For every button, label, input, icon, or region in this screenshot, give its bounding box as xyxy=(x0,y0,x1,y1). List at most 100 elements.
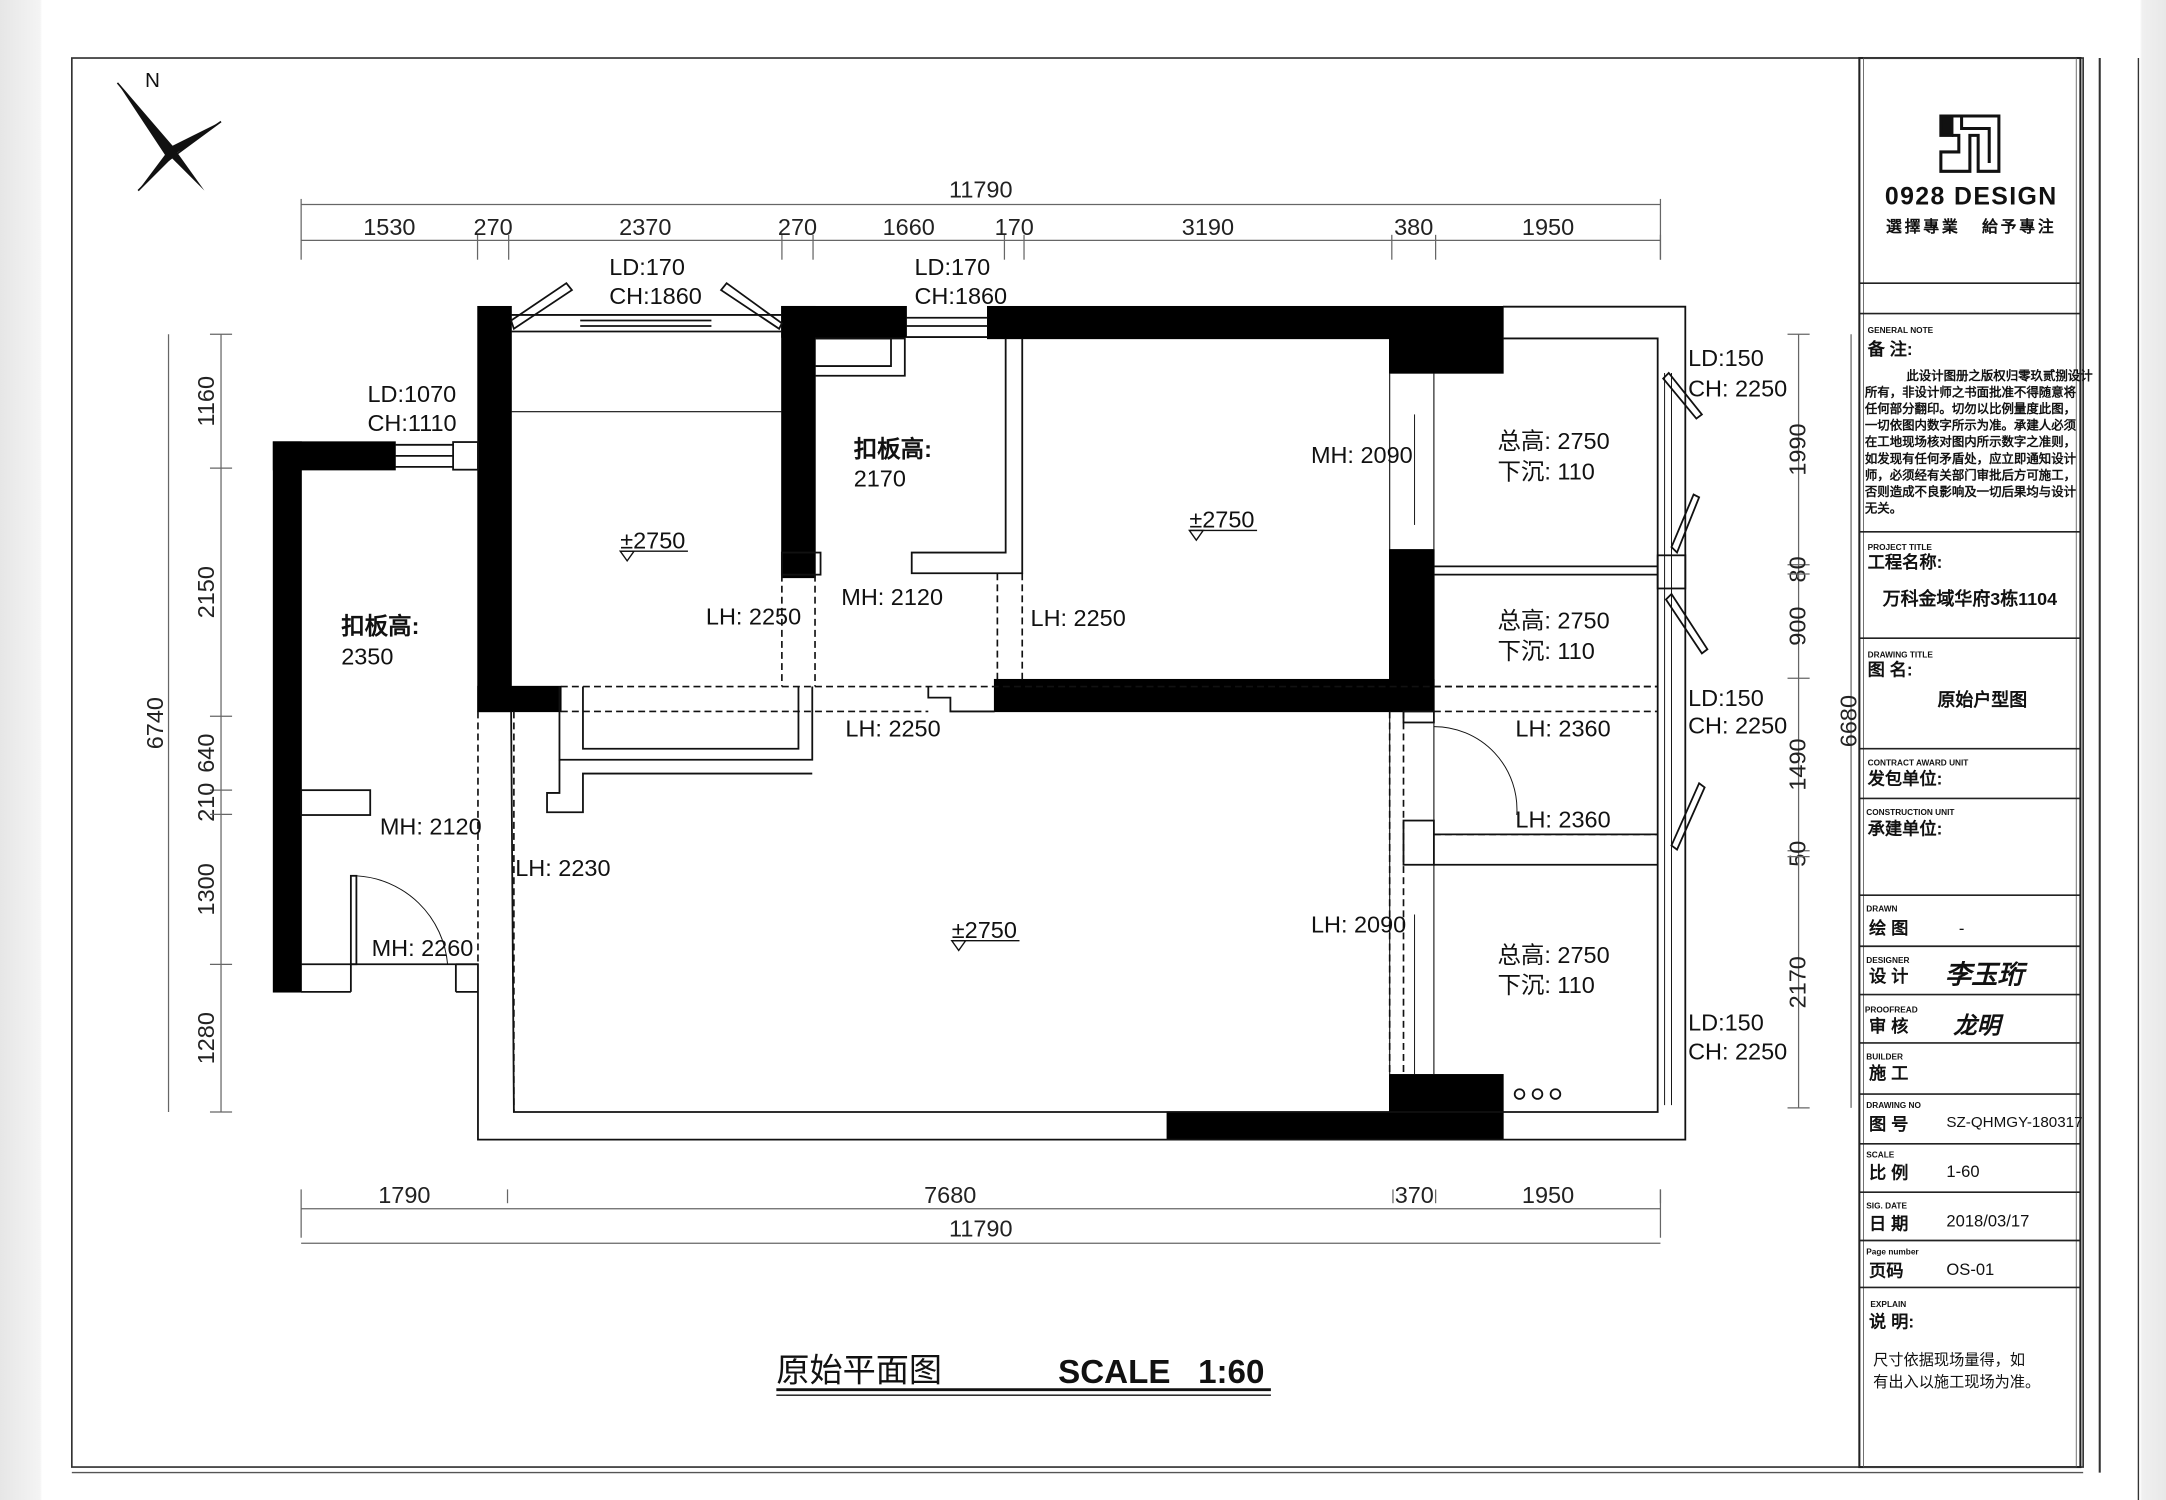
explain-en: EXPLAIN xyxy=(1870,1300,1906,1309)
window-label: LD:170 xyxy=(609,254,685,280)
dimension-value: 370 xyxy=(1395,1182,1434,1208)
dimension-value: 270 xyxy=(778,214,817,240)
beam-height-label: LH: 2360 xyxy=(1515,715,1610,741)
beam-height-label: LH: 2250 xyxy=(845,715,940,741)
drawn-value: - xyxy=(1959,919,1965,938)
title-block: 0928 DESIGN 選擇專業 給予專注 GENERAL NOTE 备 注: … xyxy=(1858,56,2093,1469)
dimension-value: 2170 xyxy=(1784,956,1810,1008)
bath-height-label: 总高: 2750 xyxy=(1497,608,1609,634)
general-note-line: 否则造成不良影响及一切后果均与设计 xyxy=(1864,484,2077,499)
beam-height-label: LH: 2250 xyxy=(706,603,801,629)
elevation-mark: ±2750 xyxy=(620,527,685,553)
window-label: CH:1860 xyxy=(914,283,1007,309)
builder-cn: 施 工 xyxy=(1869,1063,1908,1083)
general-note-line: 如发现有任何矛盾处，应立即通知设计 xyxy=(1865,451,2077,466)
scale-cn: 比 例 xyxy=(1869,1162,1908,1182)
logo-text: 0928 DESIGN xyxy=(1885,182,2058,210)
window-label: LD:1070 xyxy=(367,381,456,407)
dimension-value: 1300 xyxy=(193,863,219,915)
beam-height-label: LH: 2230 xyxy=(515,855,610,881)
general-note-cn: 备 注: xyxy=(1867,339,1913,359)
drawing-no-value: SZ-QHMGY-180317 xyxy=(1946,1114,2082,1131)
beam-height-label: LH: 2250 xyxy=(1031,605,1126,631)
window-label: LD:150 xyxy=(1688,685,1764,711)
contract-unit-cn: 发包单位: xyxy=(1867,769,1943,789)
construction-unit-en: CONSTRUCTION UNIT xyxy=(1866,808,1954,817)
dimension-value: 1530 xyxy=(363,214,415,240)
bath-drop-label: 下沉: 110 xyxy=(1497,458,1594,484)
drawing-title-en: DRAWING TITLE xyxy=(1868,651,1934,660)
logo-slogan: 選擇專業 給予專注 xyxy=(1886,217,2057,236)
drawing-scale: SCALE 1:60 xyxy=(1058,1354,1264,1391)
contract-unit-en: CONTRACT AWARD UNIT xyxy=(1868,758,1969,767)
drawing-no-en: DRAWING NO xyxy=(1866,1101,1921,1110)
window-label: CH: 2250 xyxy=(1688,375,1787,401)
explain-cn: 说 明: xyxy=(1869,1312,1914,1332)
designer-cn: 设 计 xyxy=(1869,966,1908,986)
explain-line: 尺寸依据现场量得，如 xyxy=(1873,1352,2025,1369)
page-number-value: OS-01 xyxy=(1946,1260,1994,1279)
dimension-value: 640 xyxy=(193,734,219,773)
door-height-label: MH: 2120 xyxy=(841,584,943,610)
proofread-en: PROOFREAD xyxy=(1865,1006,1918,1015)
date-cn: 日 期 xyxy=(1869,1213,1908,1233)
page-number-en: Page number xyxy=(1866,1247,1919,1256)
bath-height-label: 总高: 2750 xyxy=(1497,942,1609,968)
door-height-label: MH: 2090 xyxy=(1311,442,1413,468)
dimension-value: 1490 xyxy=(1784,738,1810,790)
ceiling-height-value: 2170 xyxy=(854,465,906,491)
dimension-value: 1660 xyxy=(883,214,935,240)
wall-outlines xyxy=(300,281,1709,1141)
drawing-title: 原始平面图 SCALE 1:60 xyxy=(776,1352,1271,1396)
dimension-total: 6680 xyxy=(1836,695,1862,747)
dimension-value: 3190 xyxy=(1182,214,1234,240)
drawing-title-value: 原始户型图 xyxy=(1937,689,2027,710)
designer-en: DESIGNER xyxy=(1866,956,1909,965)
plan-labels: LD:170 CH:1860 LD:170 CH:1860 LD:1070 CH… xyxy=(341,254,1787,1065)
general-note-line: 师，必须经有关部门审批后方可施工， xyxy=(1865,467,2076,482)
drawn-en: DRAWN xyxy=(1866,905,1897,914)
ceiling-height-label: 扣板高: xyxy=(854,435,932,462)
general-note-line: 任何部分翻印。切勿以比例量度此图， xyxy=(1864,401,2076,416)
dimension-value: 170 xyxy=(995,214,1034,240)
walls xyxy=(272,305,1504,1141)
drawing-no-cn: 图 号 xyxy=(1869,1114,1908,1134)
dimension-value: 1160 xyxy=(193,376,219,426)
dimension-value: 2150 xyxy=(193,566,219,618)
builder-en: BUILDER xyxy=(1866,1053,1903,1062)
bath-drop-label: 下沉: 110 xyxy=(1497,972,1594,998)
drawing-name: 原始平面图 xyxy=(776,1352,942,1389)
dimension-value: 210 xyxy=(193,783,219,822)
general-note-line: 所有，非设计师之书面批准不得随意将 xyxy=(1865,384,2077,399)
window-label: CH: 2250 xyxy=(1688,1039,1787,1065)
window-label: LD:150 xyxy=(1688,345,1764,371)
dimension-value: 1280 xyxy=(193,1012,219,1064)
dimension-value: 1950 xyxy=(1522,214,1574,240)
general-note-line: 无关。 xyxy=(1864,500,1902,515)
project-title-cn: 工程名称: xyxy=(1868,552,1943,572)
window-label: CH:1110 xyxy=(367,410,456,436)
ceiling-height-label: 扣板高: xyxy=(341,612,419,639)
proofread-signature: 龙明 xyxy=(1953,1011,2003,1039)
dimension-value: 380 xyxy=(1394,214,1433,240)
elevation-mark: ±2750 xyxy=(952,917,1017,943)
scale-value: 1-60 xyxy=(1946,1162,1979,1181)
designer-signature: 李玉珩 xyxy=(1945,960,2028,991)
dimension-value: 2370 xyxy=(619,214,671,240)
beam-height-label: LH: 2090 xyxy=(1311,911,1406,937)
general-note-line: 一切依图内数字所示为准。承建人必须 xyxy=(1865,418,2077,433)
scale-en: SCALE xyxy=(1866,1151,1895,1160)
date-en: SIG. DATE xyxy=(1866,1202,1907,1211)
elevation-mark: ±2750 xyxy=(1189,507,1254,533)
project-title-value: 万科金域华府3栋1104 xyxy=(1882,588,2057,609)
general-note-line: 此设计图册之版权归零玖贰捌设计 xyxy=(1906,368,2093,383)
sheet-border xyxy=(71,57,2084,1468)
dimension-value: 80 xyxy=(1784,556,1810,582)
north-arrow-icon: N xyxy=(116,69,222,192)
bath-drop-label: 下沉: 110 xyxy=(1497,638,1594,664)
dimension-value: 900 xyxy=(1784,607,1810,646)
window-label: LD:170 xyxy=(914,254,990,280)
door-height-label: MH: 2260 xyxy=(372,935,474,961)
